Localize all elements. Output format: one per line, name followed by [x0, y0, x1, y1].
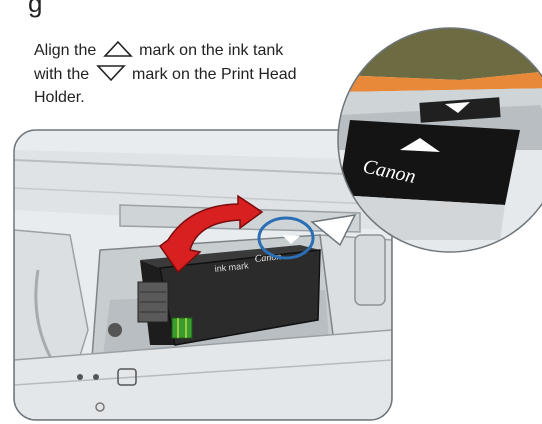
holder-triangle-mark — [445, 102, 470, 113]
alignment-highlight-circle — [257, 216, 315, 260]
instruction-part2: mark on the ink tank — [139, 42, 284, 59]
triangle-down-icon — [95, 64, 126, 88]
printer-interior-photo: ink mark Canon — [14, 130, 392, 420]
push-down-arrow — [158, 194, 264, 274]
page-heading-fragment: g — [28, 0, 43, 18]
callout-connector — [310, 214, 357, 247]
tank-triangle-mark — [282, 235, 300, 244]
triangle-up-icon — [102, 40, 133, 64]
magnified-callout: Canon — [338, 28, 542, 252]
tank-label: Canon — [254, 251, 282, 265]
instruction-text: Align the mark on the ink tank with the … — [34, 40, 364, 108]
callout-tank-triangle-mark — [400, 138, 440, 152]
instruction-part1: Align the — [34, 42, 97, 59]
instruction-part3: with the — [34, 66, 90, 83]
instruction-part5: Holder. — [34, 89, 85, 106]
instruction-part4: mark on the Print Head — [132, 66, 297, 83]
tank-small-text: ink mark — [214, 260, 249, 274]
